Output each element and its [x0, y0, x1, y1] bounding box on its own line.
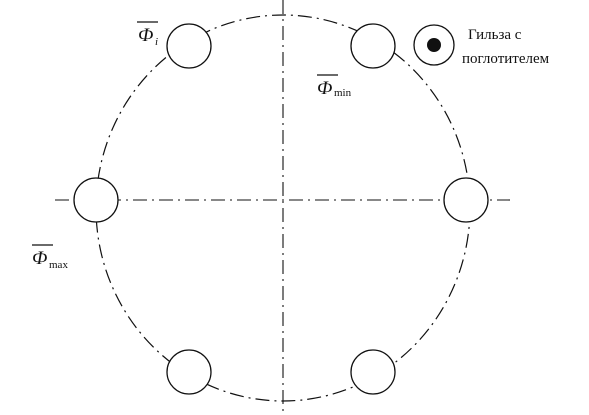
sleeve-bottom-right [350, 349, 396, 395]
legend-text-line1: Гильза с [468, 27, 522, 43]
phi-max-symbol: Ф [32, 248, 47, 269]
sleeve-left [73, 177, 119, 223]
sleeve-top-left [166, 23, 212, 69]
legend-text-line2: поглотителем [462, 51, 550, 67]
sleeve-bottom-left [166, 349, 212, 395]
phi-i-symbol: Ф [138, 25, 153, 46]
phi-min-subscript: min [334, 87, 352, 99]
legend-absorber-dot [427, 38, 441, 52]
phi-max-subscript: max [49, 259, 68, 271]
sleeve-top-right [350, 23, 396, 69]
phi-i-subscript: i [155, 36, 158, 48]
sleeve-right [443, 177, 489, 223]
phi-min-symbol: Ф [317, 78, 332, 99]
